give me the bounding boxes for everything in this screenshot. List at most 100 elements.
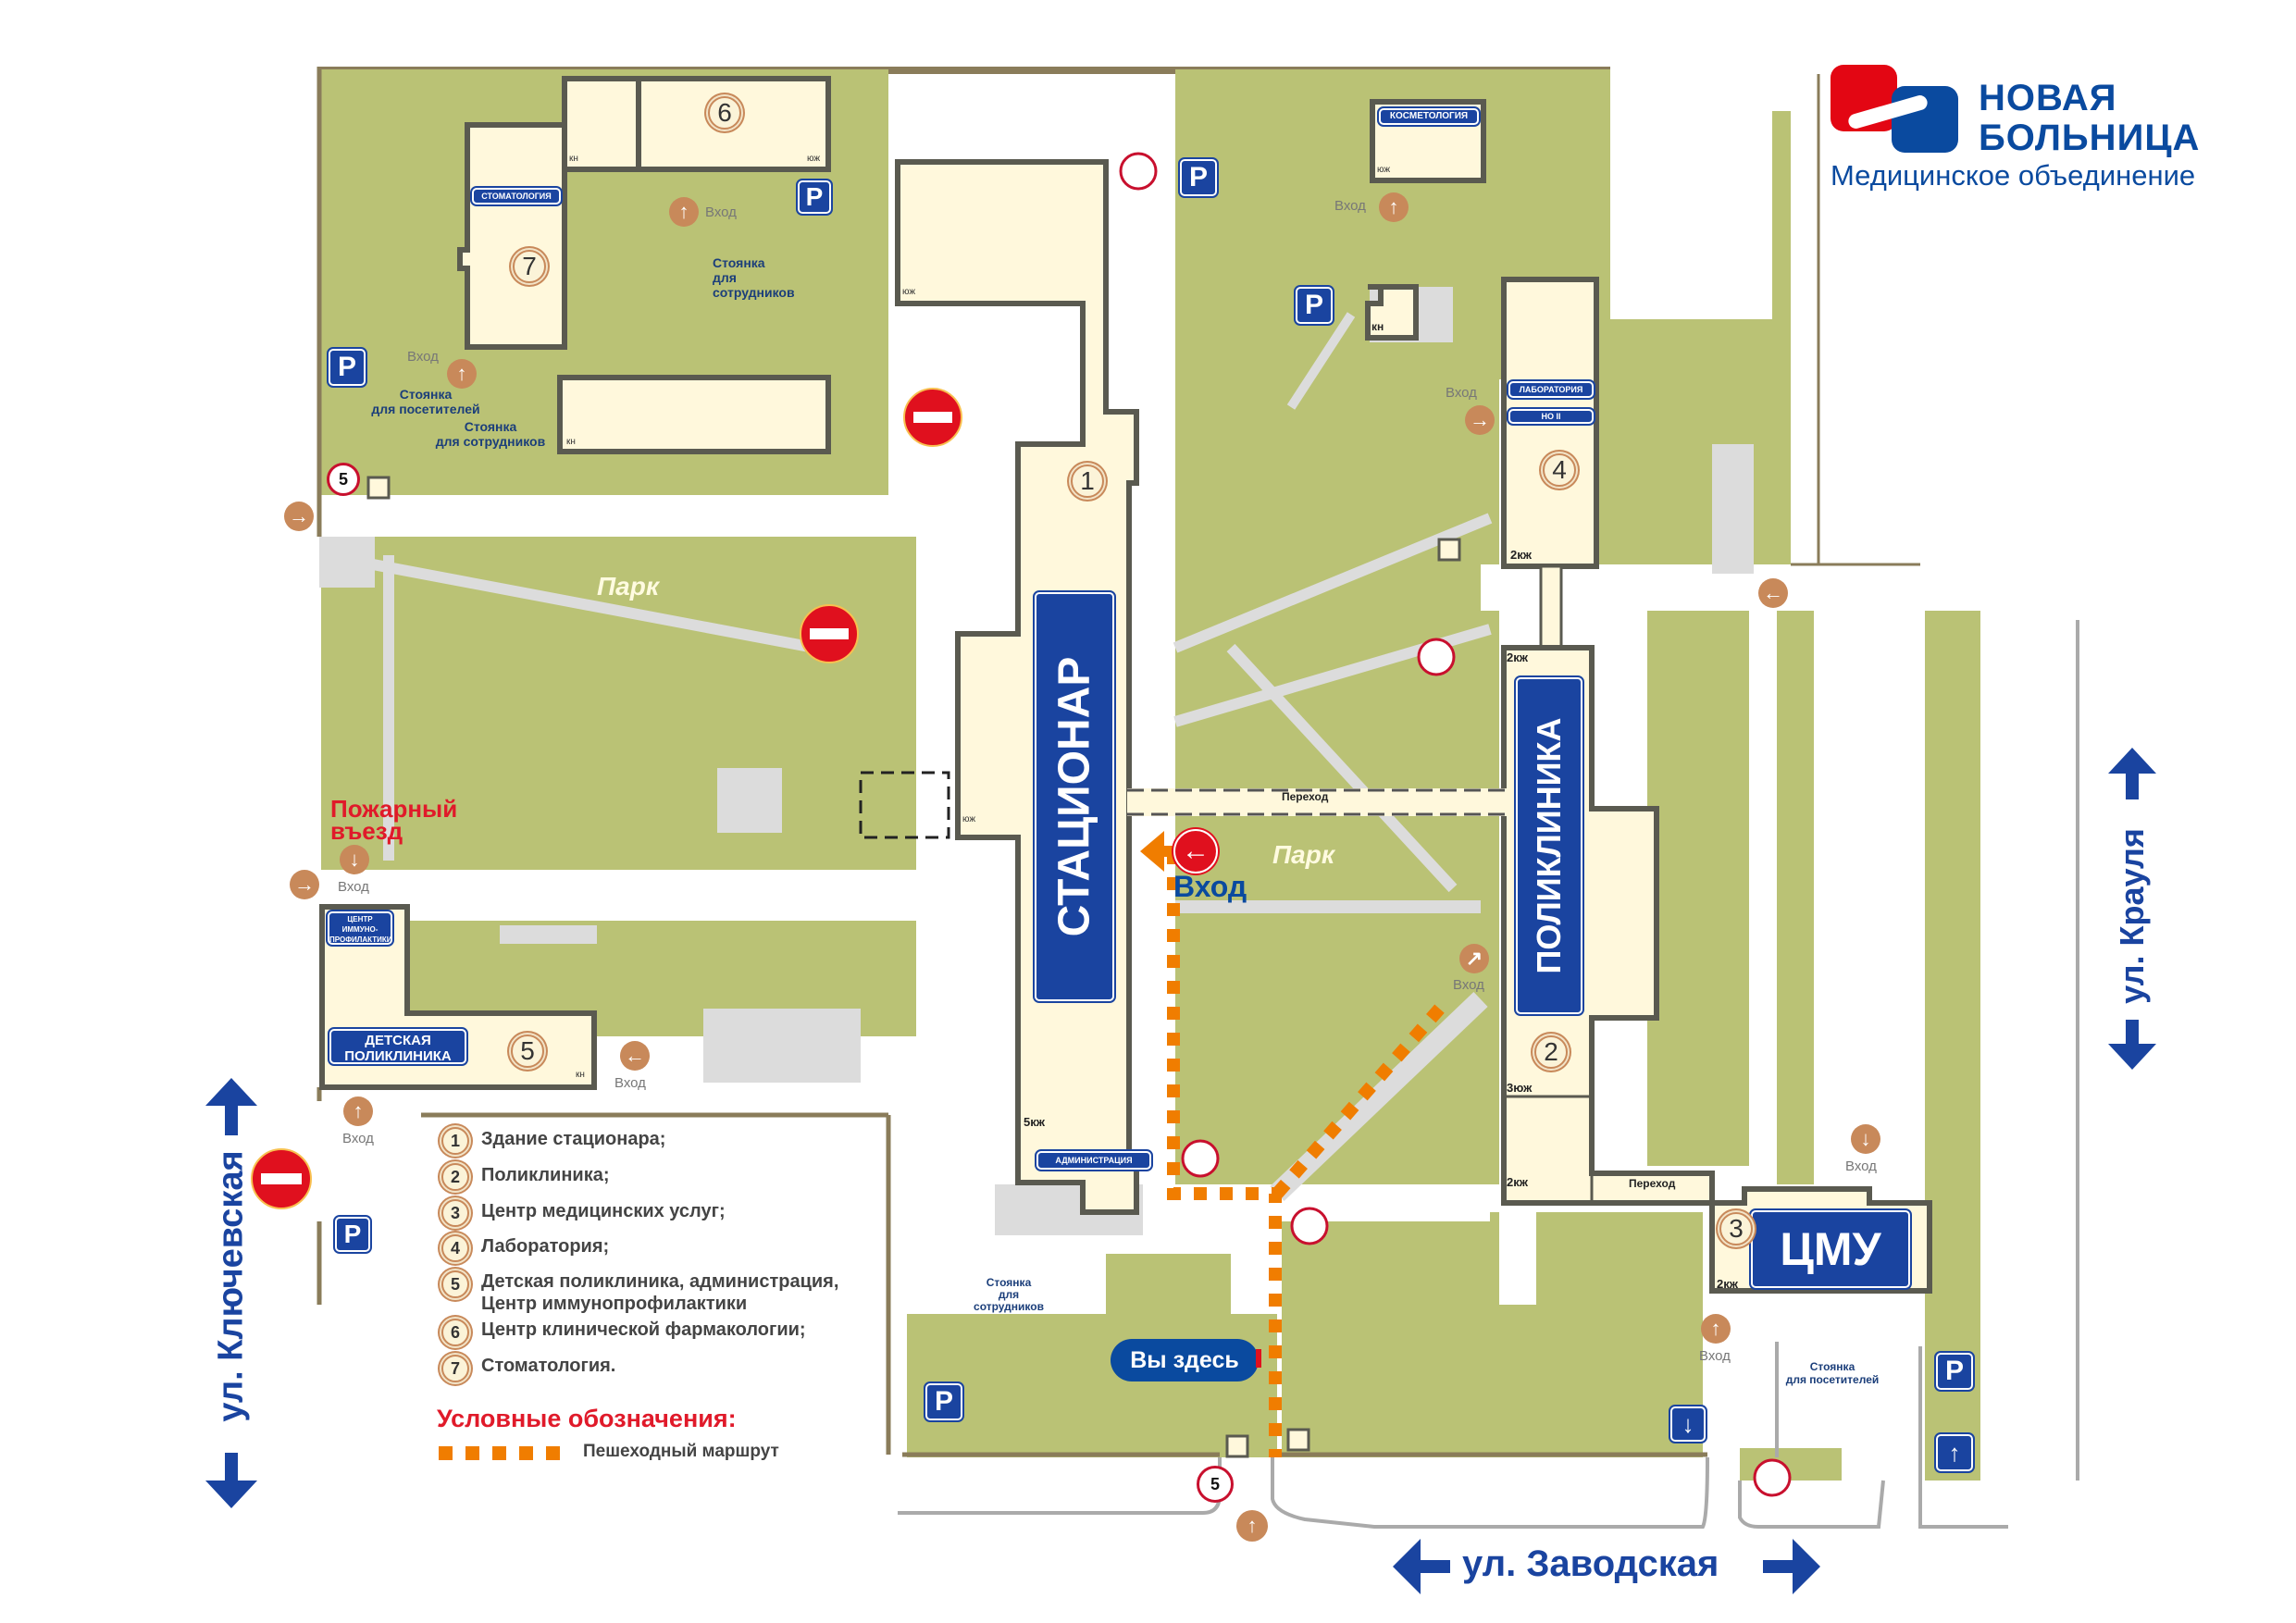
restriction-sign-icon [1181,1139,1220,1178]
fire-access-line1: Пожарный [330,795,458,823]
entrance-arrow-down-icon: ↓ [340,845,369,874]
sign-stomatology: СТОМАТОЛОГИЯ [470,186,563,206]
floor-label-b2-top: 2кж [1507,650,1528,664]
parking-label-visitors-west: Стоянка для посетителей [366,387,486,416]
entrance-label: Вход [338,879,369,895]
sign-children-polyclinic: ДЕТСКАЯ ПОЛИКЛИНИКА [328,1027,468,1066]
parking-sign: P [1178,157,1219,198]
entrance-arrow-right-icon: → [1465,405,1495,435]
sign-laboratory: ЛАБОРАТОРИЯ [1507,379,1595,400]
no-entry-icon [251,1148,312,1209]
street-right-label: ул. Крауля [2113,828,2151,1004]
entrance-arrow-right-icon: → [290,870,319,899]
street-left-arrow-down-icon [205,1481,257,1508]
street-left-arrow-shaft [225,1453,238,1481]
corner-label-west-low: кн [566,437,576,447]
entrance-arrow-right-icon: → [284,502,314,531]
street-left-arrow-shaft [225,1106,238,1135]
sign-no2: НО II [1507,407,1595,426]
street-bottom-label: ул. Заводская [1462,1543,1719,1584]
entrance-arrow-up-icon: ↑ [447,359,477,389]
entrance-arrow-left-icon: ← [1758,578,1788,608]
legend-route-swatch [439,1446,573,1465]
building-number-4: 4 [1543,453,1576,487]
fire-access-line2: въезд [330,817,403,845]
legend-badge: 2 [441,1163,469,1191]
corner-label-b1-top: юж [902,287,916,297]
parking-label-line: сотрудников [713,285,795,300]
street-right-arrow-shaft [2126,1020,2139,1044]
entrance-arrow-up-icon: ↑ [1236,1510,1268,1542]
building-number-7: 7 [513,250,546,283]
route-arrow-head [1140,831,1164,872]
parking-label-line: для посетителей [1785,1373,1880,1386]
entrance-arrow-up-icon: ↑ [1701,1314,1731,1344]
entrance-label: Вход [1446,385,1477,401]
street-bottom-arrow-shaft [1421,1560,1450,1573]
legend-badge: 7 [441,1355,469,1382]
parking-sign: P [1934,1351,1975,1392]
entrance-label: Вход [1845,1158,1877,1174]
restriction-sign-icon [1119,152,1158,191]
parking-label-staff-south: Стоянка для сотрудников [962,1277,1055,1313]
street-bottom-arrow-shaft [1763,1560,1793,1573]
main-entrance-label: Вход [1173,870,1247,903]
legend-item-6: Центр клинической фармакологии; [481,1319,806,1340]
legend-item-5: Детская поликлиника, администрация, Цент… [481,1270,838,1315]
parking-label-line: Стоянка [713,255,765,270]
parking-label-line: для [998,1288,1020,1301]
building-6 [562,76,831,172]
restriction-sign-icon [1417,638,1456,676]
floor-label-b2-mid: 3юж [1507,1081,1533,1095]
sign-polyclinic: ПОЛИКЛИНИКА [1514,675,1584,1016]
parking-sign: P [1294,285,1334,326]
parking-label-line: Стоянка [1809,1360,1855,1373]
speed-limit-sign: 5 [1197,1466,1234,1503]
passage [1127,788,1507,816]
building-number-2: 2 [1534,1035,1568,1069]
park-label-center: Парк [1272,840,1335,869]
parking-label-line: для [713,270,737,285]
entrance-arrow-down-icon: ↓ [1851,1124,1880,1154]
floor-label-b2-bottom: 2кж [1507,1175,1528,1189]
parking-sign: P [327,347,367,388]
parking-label-line: сотрудников [974,1300,1044,1313]
legend-badge: 4 [441,1234,469,1262]
entrance-arrow-diagonal-icon: ↗ [1459,944,1489,973]
parking-label-visitors-east: Стоянка для посетителей [1777,1360,1888,1386]
logo-blue-square [1892,86,1958,153]
main-entrance-icon: ← [1173,829,1218,873]
entrance-arrow-left-icon: ← [620,1041,650,1071]
entrance-label: Вход [1453,977,1484,993]
legend-title: Условные обозначения: [437,1405,737,1432]
pedestrian-route [1167,851,1449,1457]
sign-immuno-line2: ИММУНО- [341,925,379,934]
legend-badge: 6 [441,1319,469,1346]
legend-badge: 3 [441,1199,469,1227]
building-7 [457,122,567,350]
park-label-west: Парк [597,572,660,601]
street-left-label: ул. Ключевская [211,1150,251,1422]
speed-limit-sign: 5 [327,463,360,496]
legend-item-2: Поликлиника; [481,1165,610,1185]
legend-item-5-line1: Детская поликлиника, администрация, [481,1271,839,1292]
parking-label-staff-north: Стоянка для сотрудников [713,255,814,300]
no-entry-icon [800,604,859,663]
entrance-label: Вход [705,204,737,220]
you-are-here-marker: Вы здесь [1111,1339,1259,1381]
street-bottom-arrow-left-icon [1393,1539,1421,1594]
sign-stationary: СТАЦИОНАР [1033,590,1116,1003]
street-right-arrow-down-icon [2108,1044,2156,1070]
street-bottom-arrow-right-icon [1793,1539,1820,1594]
sign-administration: АДМИНИСТРАЦИЯ [1035,1149,1153,1171]
passage-label-cmu: Переход [1629,1177,1676,1190]
restriction-sign-icon [1290,1207,1329,1245]
arrow-down-sign: ↓ [1669,1405,1707,1443]
sign-immuno-line3: ПРОФИЛАКТИКИ [329,935,392,944]
entrance-arrow-up-icon: ↑ [669,197,699,227]
floor-label-b1: 5кж [1024,1115,1045,1129]
parking-sign: P [333,1215,372,1254]
parking-sign: P [924,1381,964,1422]
floor-label-b4: 2кж [1510,548,1532,562]
sign-polyclinic-text: ПОЛИКЛИНИКА [1530,717,1568,974]
